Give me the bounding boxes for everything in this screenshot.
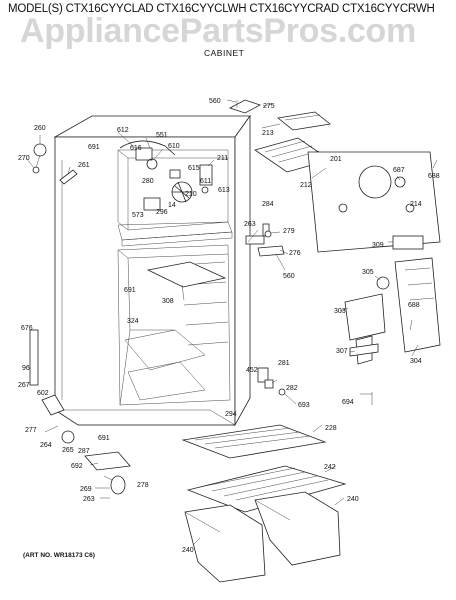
callout: 612 — [117, 127, 129, 134]
callout: 240 — [347, 496, 359, 503]
callout: 240 — [182, 547, 194, 554]
callout: 228 — [325, 425, 337, 432]
callout: 452 — [246, 367, 258, 374]
callout: 308 — [162, 298, 174, 305]
shelves-and-pans — [181, 424, 347, 583]
callout: 687 — [393, 167, 405, 174]
callout: 279 — [283, 228, 295, 235]
cabinet-body — [53, 114, 251, 427]
callout: 14 — [168, 202, 176, 209]
callout: 688 — [408, 302, 420, 309]
callout: 616 — [130, 145, 142, 152]
section-title: CABINET — [204, 48, 245, 58]
callout: 281 — [278, 360, 290, 367]
callout: 261 — [78, 162, 90, 169]
callout: 309 — [372, 242, 384, 249]
left-side-parts — [29, 143, 131, 499]
callout: 676 — [21, 325, 33, 332]
callout: 551 — [156, 132, 168, 139]
callout: 615 — [188, 165, 200, 172]
callout: 280 — [142, 178, 154, 185]
callout-labels: 560 275 213 260 612 551 691 616 610 270 … — [18, 98, 440, 554]
watermark: AppliancePartsPros.com — [20, 12, 416, 50]
callout: 278 — [137, 482, 149, 489]
callout: 277 — [25, 427, 37, 434]
callout: 96 — [22, 365, 30, 372]
callout: 263 — [83, 496, 95, 503]
right-side-parts — [146, 223, 441, 405]
callout: 269 — [80, 486, 92, 493]
callout: 263 — [244, 221, 256, 228]
callout: 303 — [334, 308, 346, 315]
top-parts — [228, 99, 441, 253]
callout: 296 — [156, 209, 168, 216]
callout: 210 — [185, 191, 197, 198]
callout: 691 — [88, 144, 100, 151]
callout: 307 — [336, 348, 348, 355]
callout: 602 — [37, 390, 49, 397]
callout: 692 — [71, 463, 83, 470]
callout: 691 — [98, 435, 110, 442]
callout: 694 — [342, 399, 354, 406]
callout: 304 — [410, 358, 422, 365]
callout: 613 — [218, 187, 230, 194]
callout: 242 — [324, 464, 336, 471]
callout: 270 — [18, 155, 30, 162]
fan-parts — [119, 140, 213, 211]
callout: 573 — [132, 212, 144, 219]
callout: 282 — [286, 385, 298, 392]
callout: 611 — [200, 178, 211, 185]
callout: 294 — [225, 411, 237, 418]
callout: 267 — [18, 382, 30, 389]
callout: 275 — [263, 103, 275, 110]
callout: 560 — [283, 273, 295, 280]
callout: 212 — [300, 182, 312, 189]
model-list: MODEL(S) CTX16CYYCLAD CTX16CYYCLWH CTX16… — [8, 3, 435, 15]
callout: 688 — [428, 173, 440, 180]
callout: 287 — [78, 448, 90, 455]
leader-lines — [25, 99, 438, 546]
callout: 324 — [127, 318, 139, 325]
art-number: (ART NO. WR18173 C6) — [23, 552, 95, 559]
callout: 213 — [262, 130, 274, 137]
callout: 214 — [410, 201, 422, 208]
callout: 276 — [289, 250, 301, 257]
callout: 691 — [124, 287, 136, 294]
callout: 211 — [217, 155, 228, 162]
callout: 305 — [362, 269, 374, 276]
callout: 284 — [262, 201, 274, 208]
callout: 260 — [34, 125, 46, 132]
callout: 264 — [40, 442, 52, 449]
callout: 265 — [62, 447, 74, 454]
callout: 693 — [298, 402, 310, 409]
callout: 201 — [330, 156, 342, 163]
callout: 560 — [209, 98, 221, 105]
callout: 610 — [168, 143, 180, 150]
